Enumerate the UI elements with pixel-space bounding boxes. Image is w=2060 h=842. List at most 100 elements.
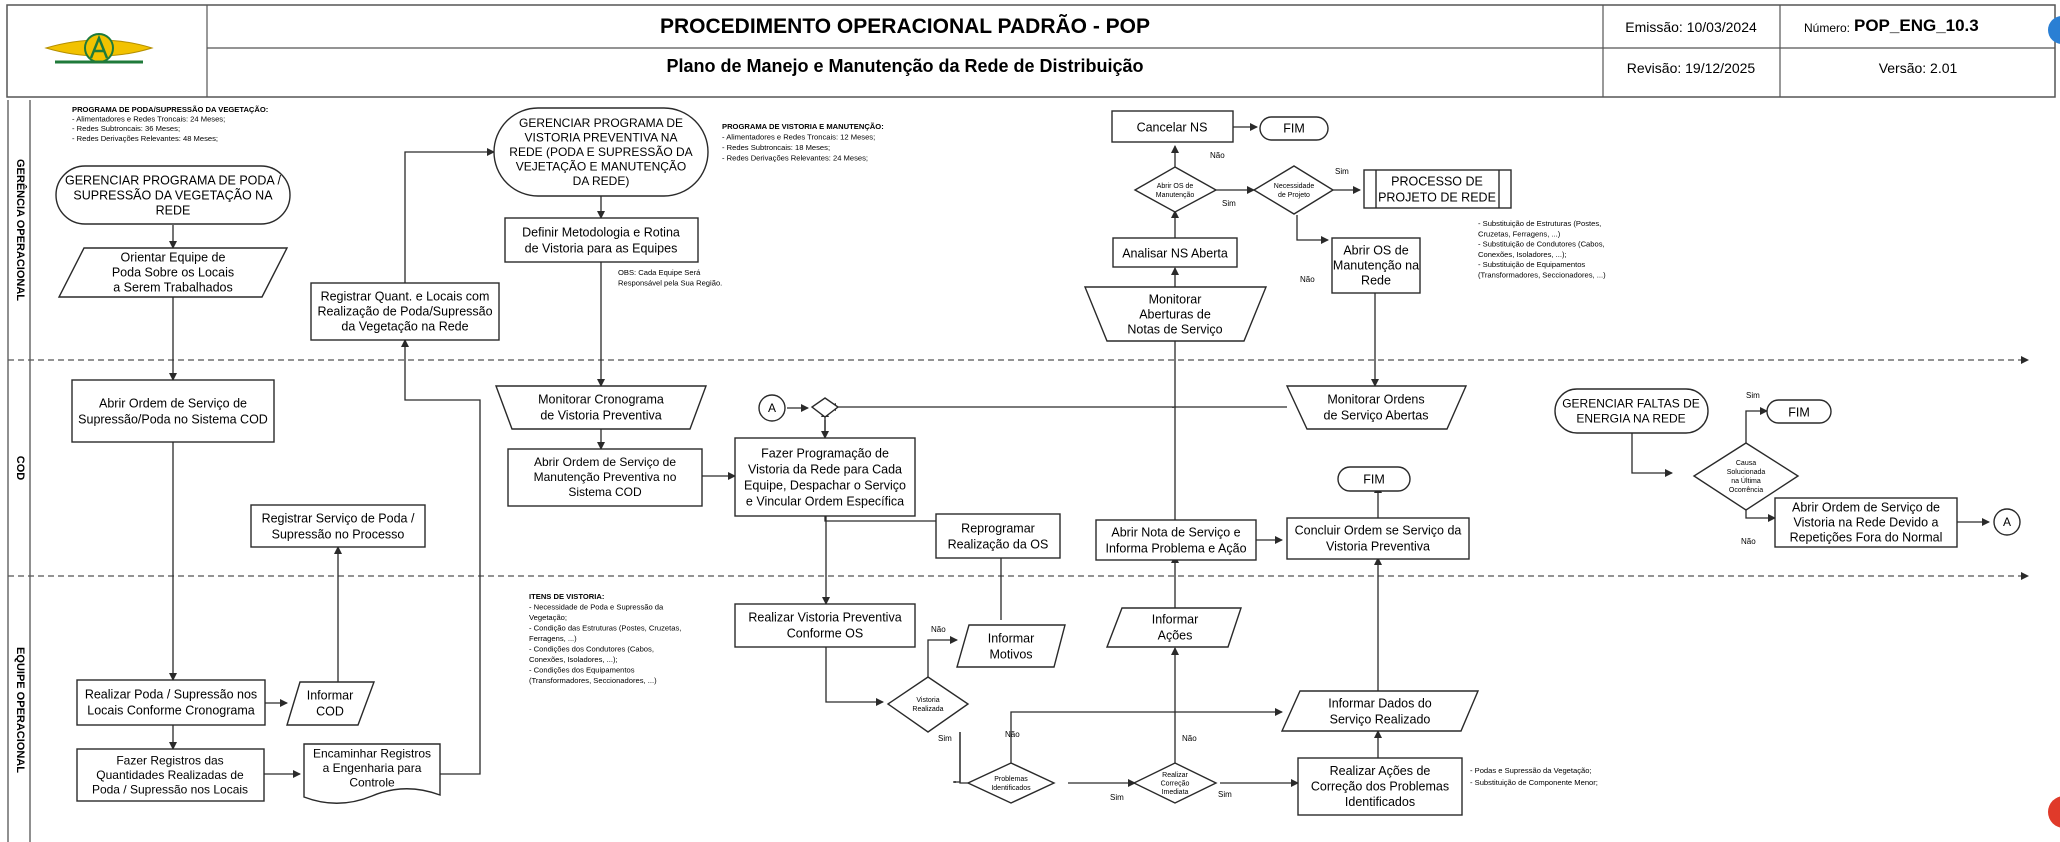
node-fim-concluir (1337, 466, 1411, 492)
node-label-fim-faltas: FIM (1788, 405, 1810, 419)
node-registros-quant (76, 748, 265, 802)
page-subtitle: Plano de Manejo e Manutenção da Rede de … (666, 56, 1143, 76)
node-label-connector-a-right: A (2003, 515, 2011, 529)
edge (1296, 215, 1329, 244)
node-abrir-nota (1095, 519, 1257, 561)
node-fim-cancelar (1259, 116, 1329, 141)
node-reprogramar (935, 513, 1061, 559)
label-nao: Não (1300, 275, 1315, 284)
label-nao: Não (1182, 734, 1197, 743)
node-label-fim-concluir: FIM (1363, 472, 1385, 486)
header-frame (6, 4, 2056, 98)
node-abrir-os-manut (507, 448, 703, 507)
note-substituicoes: - Substituição de Estruturas (Postes,Cru… (1478, 219, 1606, 280)
note-itens: ITENS DE VISTORIA:- Necessidade de Poda … (529, 592, 681, 685)
note-vistoria: PROGRAMA DE VISTORIA E MANUTENÇÃO:- Alim… (722, 122, 884, 163)
node-label-cancelar-ns: Cancelar NS (1137, 120, 1208, 134)
note-poda: PROGRAMA DE PODA/SUPRESSÃO DA VEGETAÇÃO:… (72, 105, 268, 143)
node-label-connector-a: A (768, 401, 776, 415)
node-registrar-servico (250, 504, 426, 548)
nodes (55, 107, 2021, 816)
lane-label-equipe: EQUIPE OPERACIONAL (14, 647, 26, 773)
emission-date: Emissão: 10/03/2024 (1625, 19, 1757, 35)
node-abrir-os-rede (1331, 237, 1421, 294)
label-sim: Sim (1222, 199, 1236, 208)
revision-date: Revisão: 19/12/2025 (1627, 60, 1756, 76)
node-encaminhar (303, 743, 441, 804)
label-sim: Sim (938, 734, 952, 743)
label-nao: Não (1005, 730, 1020, 739)
branch-labels: Não Sim Sim Não Não Sim Não Sim Não Sim … (931, 151, 1760, 802)
edge (1010, 708, 1283, 764)
edge (927, 636, 958, 677)
edge (1745, 407, 1768, 443)
node-vistoria-realizada (886, 676, 970, 733)
node-problemas (966, 762, 1056, 804)
node-realizar-correcao (1132, 762, 1218, 804)
node-analisar-ns (1112, 237, 1238, 268)
edge (401, 339, 481, 775)
swimlanes: GERÊNCIA OPERACIONAL COD EQUIPE OPERACIO… (7, 100, 2029, 842)
label-sim: Sim (1110, 793, 1124, 802)
edge (404, 148, 495, 283)
node-causa (1692, 442, 1800, 511)
label-sim: Sim (1335, 167, 1349, 176)
node-labels: GERENCIAR PROGRAMA DE PODA /SUPRESSÃO DA… (65, 116, 2011, 809)
node-cancelar-ns (1111, 110, 1234, 143)
company-logo (44, 33, 154, 64)
node-gerenciar-poda (55, 165, 291, 225)
annotations: PROGRAMA DE PODA/SUPRESSÃO DA VEGETAÇÃO:… (72, 105, 1606, 787)
node-label-fim-cancelar: FIM (1283, 121, 1305, 135)
node-informar-acoes (1105, 607, 1242, 648)
label-nao: Não (931, 625, 946, 634)
connectors (169, 123, 1990, 787)
edge-blue-icon (2048, 16, 2060, 44)
node-abrir-os-poda (71, 379, 275, 443)
node-registrar-quant (310, 282, 500, 341)
edge (825, 647, 884, 706)
node-monitorar-crono (494, 385, 708, 430)
edge (959, 732, 987, 787)
node-concluir (1286, 517, 1470, 560)
version-label: Versão: 2.01 (1879, 60, 1958, 76)
node-processo-projeto (1363, 169, 1512, 209)
label-sim: Sim (1218, 790, 1232, 799)
node-realizar-acoes (1297, 757, 1463, 816)
node-realizar-poda (76, 679, 266, 726)
node-definir (504, 217, 699, 263)
label-nao: Não (1741, 537, 1756, 546)
node-necessidade-projeto (1252, 165, 1335, 215)
lane-label-cod: COD (14, 456, 26, 481)
node-monitorar-ordens (1285, 385, 1468, 430)
edge (953, 732, 961, 783)
